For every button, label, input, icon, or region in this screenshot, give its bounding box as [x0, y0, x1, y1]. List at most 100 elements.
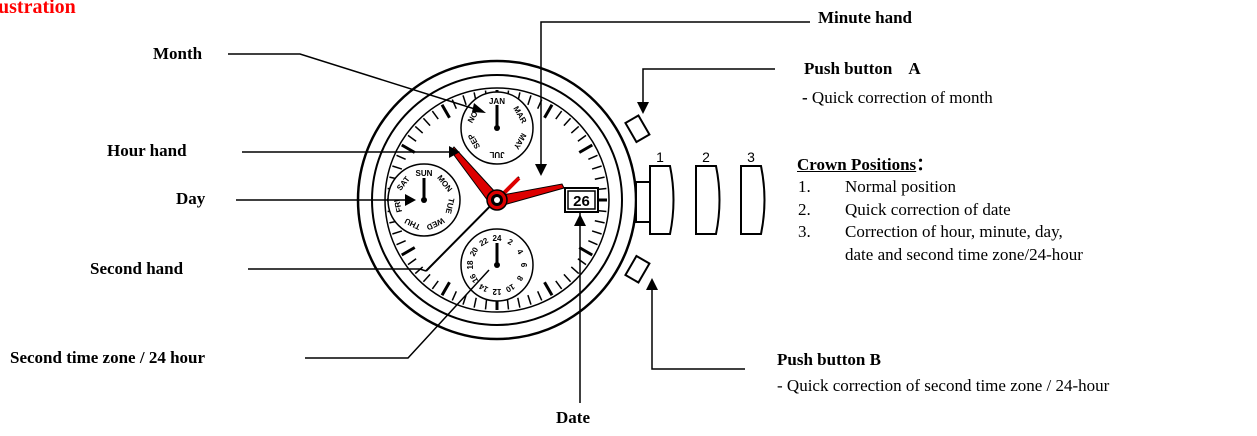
- crown-positions-colon: ：: [916, 155, 934, 174]
- minute-marker: [414, 125, 424, 134]
- minute-marker: [422, 273, 431, 283]
- label-second-hand: Second hand: [90, 259, 184, 278]
- crown-position-3: [740, 165, 766, 235]
- list-item-number: 1.: [798, 177, 811, 196]
- date-window-value: 26: [573, 193, 590, 210]
- leader-push-button-a: [642, 68, 775, 104]
- hour24-tick-label: 2: [506, 237, 515, 247]
- hour-marker: [543, 103, 554, 119]
- hour-marker: [400, 246, 416, 257]
- minute-marker: [396, 154, 406, 161]
- minute-marker: [563, 273, 572, 283]
- label-second-time-zone: Second time zone / 24 hour: [10, 348, 206, 367]
- minute-marker: [555, 110, 563, 120]
- crown-positions-title: Crown Positions：: [797, 150, 933, 175]
- arrow-push-button-b: [646, 278, 658, 290]
- arrow-hour-hand: [449, 146, 460, 158]
- hour-marker: [440, 103, 451, 119]
- push-button-b-desc: - Quick correction of second time zone /…: [777, 376, 1110, 395]
- minute-marker: [431, 110, 439, 120]
- push-button-b: [624, 254, 651, 284]
- hour24-tick-label: 4: [515, 248, 525, 257]
- minute-marker: [588, 154, 598, 161]
- crown-position-1: [649, 165, 675, 235]
- date-window: [567, 190, 596, 210]
- arrow-push-button-a: [637, 102, 649, 114]
- leader-second-hand: [248, 268, 427, 272]
- label-day: Day: [176, 189, 206, 208]
- minute-marker: [527, 95, 532, 106]
- minute-marker: [570, 125, 580, 134]
- minute-marker: [473, 297, 477, 308]
- label-minute-hand: Minute hand: [818, 8, 912, 27]
- minute-marker: [591, 165, 602, 170]
- hour24-tick-label: 8: [515, 274, 525, 283]
- minute-marker: [517, 297, 521, 308]
- minute-marker: [462, 95, 467, 106]
- label-hour-hand: Hour hand: [107, 141, 187, 160]
- minute-marker: [594, 220, 605, 224]
- list-item-text: Quick correction of date: [845, 199, 1011, 219]
- center-pin: [494, 197, 500, 203]
- minute-marker: [407, 258, 417, 266]
- hour24-tick-label: 24: [493, 234, 502, 243]
- arrow-date: [574, 214, 586, 226]
- minute-marker: [506, 299, 510, 310]
- day-subdial-pin: [421, 197, 427, 203]
- hour24-subdial-pin: [494, 262, 500, 268]
- crown-position-3-label: 3: [747, 149, 755, 165]
- arrow-month: [472, 103, 486, 113]
- page-title: ustration: [0, 0, 76, 18]
- minute-marker: [451, 291, 458, 301]
- day-tick-label: TUE: [443, 197, 455, 215]
- push-button-a-desc: - Quick correction of month: [802, 88, 993, 108]
- push-button-a: [624, 114, 651, 144]
- leader-month: [228, 53, 479, 111]
- minute-marker: [414, 266, 424, 275]
- leader-second-time-zone: [305, 269, 490, 359]
- hour-marker: [578, 246, 594, 257]
- crown-stem: [635, 181, 651, 223]
- push-button-a-dash: -: [802, 88, 812, 107]
- minute-marker: [570, 266, 580, 275]
- label-date: Date: [556, 408, 590, 427]
- leader-minute-hand: [540, 21, 810, 166]
- minute-marker: [484, 299, 488, 310]
- crown-position-1-label: 1: [656, 149, 664, 165]
- label-month: Month: [153, 44, 203, 63]
- minute-marker: [396, 239, 406, 246]
- minute-marker: [588, 239, 598, 246]
- day-tick-label: SUN: [416, 169, 433, 178]
- hour-marker: [440, 281, 451, 297]
- leader-push-button-b: [651, 287, 745, 370]
- crown-position-2: [695, 165, 721, 235]
- arrow-day: [405, 194, 416, 206]
- hour-marker: [543, 281, 554, 297]
- push-button-b-title: Push button B: [777, 350, 881, 369]
- minute-marker: [536, 291, 543, 301]
- minute-marker: [462, 294, 467, 305]
- list-item-text: date and second time zone/24-hour: [845, 244, 1083, 264]
- list-item-number: 3.: [798, 222, 811, 241]
- minute-marker: [591, 230, 602, 235]
- hour-marker: [578, 143, 594, 154]
- minute-marker: [392, 165, 403, 170]
- hour24-tick-label: 12: [492, 287, 501, 296]
- crown-positions-title-text: Crown Positions: [797, 155, 917, 174]
- month-tick-label: JAN: [489, 97, 505, 106]
- list-item-text: Normal position: [845, 177, 956, 196]
- list-item: 2.Quick correction of date: [798, 199, 1083, 222]
- month-subdial-pin: [494, 125, 500, 131]
- list-item-continuation: date and second time zone/24-hour: [798, 244, 1083, 267]
- hour24-tick-label: 6: [519, 263, 528, 268]
- minute-marker: [563, 117, 572, 127]
- arrow-minute-hand: [535, 164, 547, 176]
- minute-marker: [407, 134, 417, 142]
- day-tick-label: FRI: [392, 199, 404, 214]
- list-item-text: Correction of hour, minute, day,: [845, 222, 1063, 241]
- minute-marker: [422, 117, 431, 127]
- minute-marker: [451, 99, 458, 109]
- minute-marker: [392, 230, 403, 235]
- month-tick-label: JUL: [489, 150, 504, 159]
